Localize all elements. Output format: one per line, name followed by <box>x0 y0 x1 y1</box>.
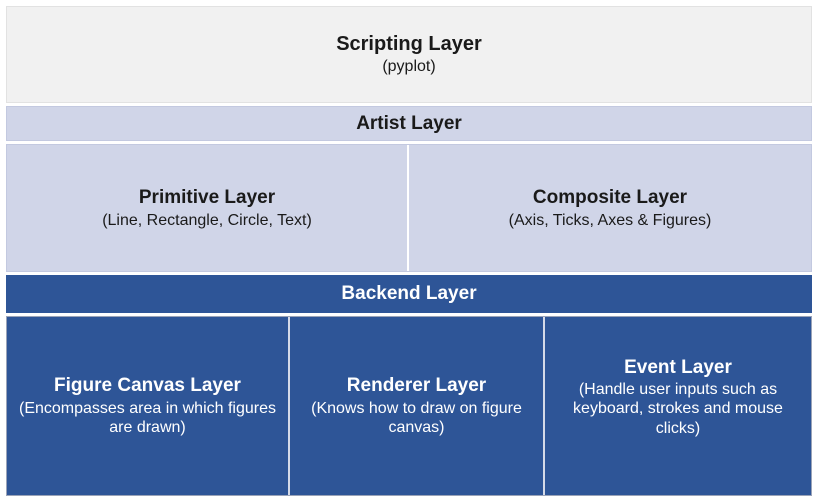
renderer-layer-title: Renderer Layer <box>346 375 487 397</box>
scripting-layer-title: Scripting Layer <box>336 33 482 56</box>
band-gap-3 <box>6 272 812 276</box>
composite-layer-cell: Composite Layer (Axis, Ticks, Axes & Fig… <box>409 145 811 272</box>
composite-layer-subtitle: (Axis, Ticks, Axes & Figures) <box>508 211 712 229</box>
composite-layer-title: Composite Layer <box>532 186 688 208</box>
event-layer-cell: Event Layer (Handle user inputs such as … <box>545 317 811 495</box>
renderer-layer-subtitle: (Knows how to draw on figure canvas) <box>311 399 522 437</box>
band-gap-1 <box>6 103 812 106</box>
band-gap-4 <box>6 312 812 316</box>
backend-layer-header: Backend Layer <box>6 275 812 313</box>
backend-layer-title: Backend Layer <box>341 283 477 305</box>
artist-layer-title: Artist Layer <box>356 112 462 134</box>
figure-canvas-layer-title: Figure Canvas Layer <box>54 375 241 397</box>
primitive-layer-title: Primitive Layer <box>138 186 276 208</box>
event-layer-subtitle: (Handle user inputs such as keyboard, st… <box>573 380 783 437</box>
renderer-layer-cell: Renderer Layer (Knows how to draw on fig… <box>290 317 543 495</box>
artist-layer-body: Primitive Layer (Line, Rectangle, Circle… <box>6 143 812 273</box>
backend-layer-body: Figure Canvas Layer (Encompasses area in… <box>6 315 812 496</box>
event-layer-title: Event Layer <box>624 356 732 378</box>
architecture-diagram: Scripting Layer (pyplot) Artist Layer Pr… <box>6 6 812 496</box>
scripting-layer-subtitle: (pyplot) <box>382 58 436 76</box>
primitive-layer-subtitle: (Line, Rectangle, Circle, Text) <box>102 211 312 229</box>
scripting-layer-band: Scripting Layer (pyplot) <box>6 6 812 104</box>
band-gap-2 <box>6 140 812 144</box>
primitive-layer-cell: Primitive Layer (Line, Rectangle, Circle… <box>7 145 407 272</box>
artist-body-divider <box>407 144 409 272</box>
backend-body-divider-2 <box>543 316 545 495</box>
artist-layer-header: Artist Layer <box>6 105 812 141</box>
backend-body-divider-1 <box>288 316 290 495</box>
figure-canvas-layer-cell: Figure Canvas Layer (Encompasses area in… <box>7 317 288 495</box>
figure-canvas-layer-subtitle: (Encompasses area in which figures are d… <box>18 399 276 437</box>
